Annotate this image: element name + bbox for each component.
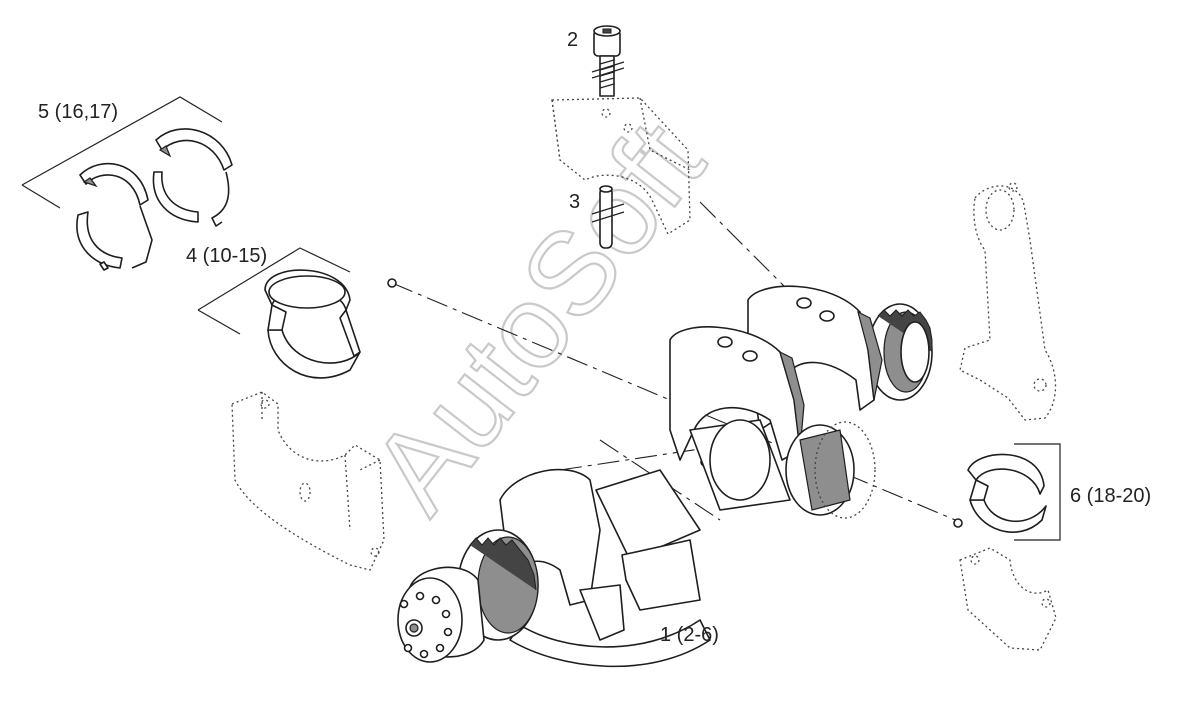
main-bearing-shells[interactable]: 4 (10-15) <box>186 245 361 379</box>
item-4-label: 4 (10-15) <box>186 245 267 267</box>
thrust-washer-right <box>152 128 233 227</box>
watermark: AutoSoft <box>346 98 729 536</box>
rod-bearing-shells[interactable]: 6 (18-20) <box>967 443 1151 541</box>
ghost-connecting-rod <box>959 182 1057 421</box>
item-6-leader <box>1014 443 1061 541</box>
ghost-rod-cap <box>959 547 1057 651</box>
rear-gear <box>867 303 933 401</box>
item-1-label: 1 (2-6) <box>660 624 719 646</box>
item-6-label: 6 (18-20) <box>1070 485 1151 507</box>
ghost-bearing-cap-top <box>551 97 691 235</box>
item-4-leader <box>197 247 351 335</box>
cap-bolt[interactable]: 2 <box>567 25 625 97</box>
ghost-bearing-block-left <box>231 391 385 571</box>
crankshaft[interactable]: 1 (2-6) <box>397 285 933 668</box>
dowel-pin[interactable]: 3 <box>569 185 625 249</box>
item-2-label: 2 <box>567 29 578 51</box>
item-5-leader <box>21 96 223 209</box>
item-5-label: 5 (16,17) <box>38 101 118 123</box>
thrust-washer-left <box>76 162 153 271</box>
thrust-washers[interactable]: 5 (16,17) <box>21 96 233 271</box>
item-3-label: 3 <box>569 191 580 213</box>
crankshaft-nose <box>397 566 485 663</box>
